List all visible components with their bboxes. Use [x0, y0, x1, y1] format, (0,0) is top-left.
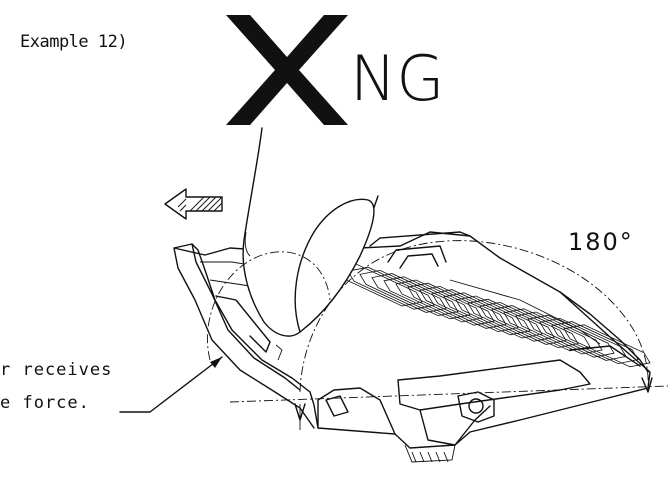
contact-pin	[455, 295, 543, 339]
leader-line	[119, 356, 223, 413]
contact-pin	[515, 311, 603, 355]
contact-pin	[383, 276, 471, 320]
contact-pin	[371, 273, 459, 317]
contact-pin	[443, 292, 531, 336]
contact-pin	[395, 279, 483, 323]
contact-pin	[479, 301, 567, 345]
note-line-2: e force.	[0, 393, 90, 413]
contact-pins	[335, 263, 651, 368]
contact-pin	[491, 305, 579, 349]
contact-pin	[503, 308, 591, 352]
x-mark-icon	[226, 15, 348, 125]
contact-pin	[467, 298, 555, 342]
contact-pin	[563, 324, 651, 368]
contact-pin	[539, 317, 627, 361]
contact-pin	[527, 314, 615, 358]
ng-verdict-text: NG	[350, 42, 444, 115]
contact-pin	[407, 282, 495, 326]
arrow-left-icon	[164, 188, 223, 220]
contact-pin	[359, 269, 447, 313]
finger	[242, 127, 379, 337]
contact-pin	[419, 285, 507, 329]
contact-pin	[347, 266, 435, 310]
rotation-arc	[207, 240, 668, 430]
note-line-1: r receives	[0, 360, 112, 380]
contact-pin	[431, 289, 519, 333]
contact-pin	[551, 321, 639, 365]
example-label: Example 12)	[20, 32, 127, 52]
angle-label: 180°	[568, 228, 634, 256]
